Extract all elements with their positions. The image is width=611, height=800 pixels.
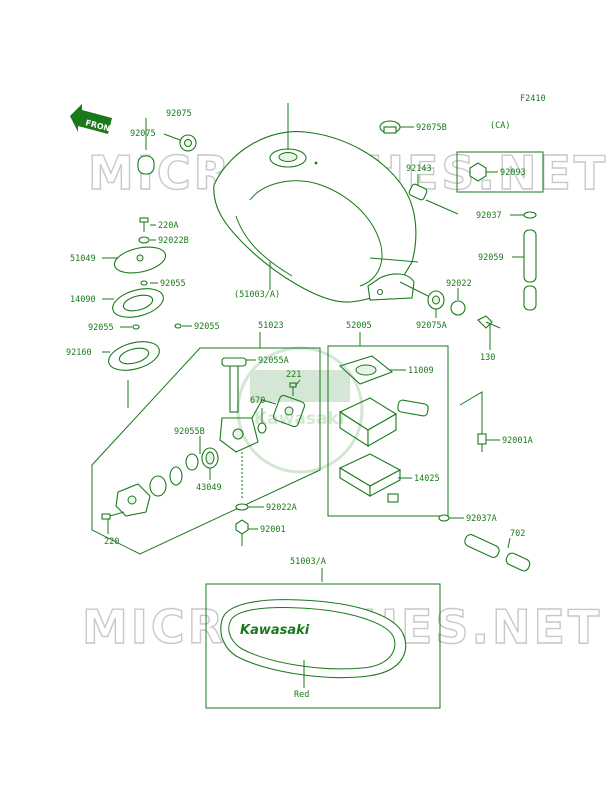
label-220: 220 xyxy=(104,537,119,547)
part-cover-plate xyxy=(115,483,151,517)
part-92075-cylinder-mid xyxy=(137,155,155,175)
part-92055-oring-a xyxy=(140,280,148,286)
fuel-cock-group-outline xyxy=(91,347,321,555)
front-arrow-icon: FRONT xyxy=(70,104,117,135)
part-92055-oring-c xyxy=(174,323,182,329)
part-92160-gasket xyxy=(108,341,160,371)
part-92143-collar xyxy=(408,183,428,201)
fuel-pump-group-outline xyxy=(327,345,449,517)
fuel-tank xyxy=(213,130,419,303)
label-92022B: 92022B xyxy=(158,236,189,246)
part-92093-nut xyxy=(469,162,487,182)
part-92022B-washer xyxy=(138,236,150,244)
part-92055A-gasket xyxy=(221,357,247,367)
part-92055-oring-b xyxy=(132,324,140,330)
part-51049-cap xyxy=(113,246,167,274)
label-92055B: 92055B xyxy=(174,427,205,437)
label-92037: 92037 xyxy=(476,211,502,221)
part-220-screw xyxy=(101,511,125,520)
label-92055A: 92055A xyxy=(258,356,289,366)
label-14025: 14025 xyxy=(414,474,440,484)
label-92055-b: 92055 xyxy=(88,323,114,333)
part-702-hose xyxy=(464,534,531,572)
label-51003A-top: (51003/A) xyxy=(234,290,280,300)
tank-badge-text: Kawasaki xyxy=(240,623,310,638)
label-11009: 11009 xyxy=(408,366,434,376)
part-92001-bolt xyxy=(235,519,249,546)
part-43049-filter xyxy=(201,447,219,469)
part-seal xyxy=(169,466,183,486)
label-92022: 92022 xyxy=(446,279,472,289)
part-92075B-rubber-cap xyxy=(379,120,401,134)
label-92022A: 92022A xyxy=(266,503,297,513)
label-color-red: Red xyxy=(294,690,309,700)
center-logo-text: Kawasaki xyxy=(254,409,345,429)
leader-lines xyxy=(102,126,524,549)
part-220A-bolt xyxy=(139,217,149,232)
part-52005-pump xyxy=(338,397,429,448)
label-92001A: 92001A xyxy=(502,436,533,446)
part-ring xyxy=(149,475,167,497)
part-92075A-damper xyxy=(427,290,445,310)
label-130: 130 xyxy=(480,353,495,363)
label-220A: 220A xyxy=(158,221,178,231)
tank-decal-box xyxy=(205,583,441,709)
part-670-lever xyxy=(272,394,306,428)
part-92037A-clamp xyxy=(438,514,450,522)
part-92022-washer xyxy=(450,300,466,316)
label-92075B: 92075B xyxy=(416,123,447,133)
label-92059: 92059 xyxy=(478,253,504,263)
label-14090: 14090 xyxy=(70,295,96,305)
label-51023: 51023 xyxy=(258,321,284,331)
label-92093: 92093 xyxy=(500,168,526,178)
label-221: 221 xyxy=(286,370,301,380)
part-14025-cover xyxy=(338,453,402,503)
label-43049: 43049 xyxy=(196,483,222,493)
part-130-bolt xyxy=(477,315,501,329)
label-92160: 92160 xyxy=(66,348,92,358)
label-92143: 92143 xyxy=(406,164,432,174)
part-92059-hose xyxy=(523,229,537,311)
part-92001A-bolt xyxy=(477,433,487,452)
label-92055-a: 92055 xyxy=(160,279,186,289)
diagram-code: F2410 xyxy=(520,94,546,104)
part-14090-ring xyxy=(112,288,164,318)
label-51003A-bottom: 51003/A xyxy=(290,557,326,567)
part-92055B-oring xyxy=(185,453,199,471)
label-92055-c: 92055 xyxy=(194,322,220,332)
label-702: 702 xyxy=(510,529,525,539)
label-92075-mid: 92075 xyxy=(130,129,156,139)
part-92022A-washer xyxy=(235,503,249,511)
label-52005: 52005 xyxy=(346,321,372,331)
label-51049: 51049 xyxy=(70,254,96,264)
label-92001: 92001 xyxy=(260,525,286,535)
ca-box xyxy=(456,151,544,193)
part-11009-gasket xyxy=(338,355,394,385)
tank-side-decal: Kawasaki xyxy=(220,599,407,679)
label-92075-top: 92075 xyxy=(166,109,192,119)
label-670: 670 xyxy=(250,396,265,406)
part-92075-cylinder-top xyxy=(179,134,197,152)
label-92075A: 92075A xyxy=(416,321,447,331)
part-92037-clamp xyxy=(523,211,537,219)
label-ca: (CA) xyxy=(490,121,510,131)
center-logo: Kawasaki xyxy=(236,346,364,474)
label-92037A: 92037A xyxy=(466,514,497,524)
part-51023-fuel-cock xyxy=(219,365,277,453)
